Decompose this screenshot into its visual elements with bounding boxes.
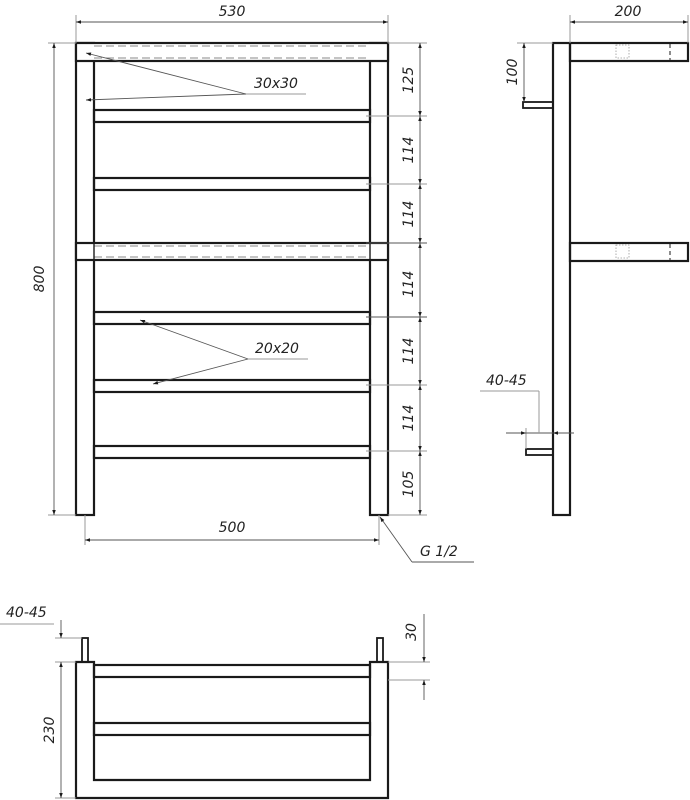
bar-4 <box>92 378 372 394</box>
left-pin <box>81 637 89 663</box>
dim-overall-height: 800 <box>32 266 48 293</box>
dim-wall-gap-side: 40-45 <box>486 373 527 389</box>
spacing-4: 114 <box>401 271 417 298</box>
dim-depth: 200 <box>615 4 642 20</box>
top-profile-label: 30x30 <box>254 76 298 92</box>
spacing-6: 114 <box>401 405 417 432</box>
thread-label: G 1/2 <box>420 544 458 560</box>
spacing-3: 114 <box>401 201 417 228</box>
bar-profile-label: 20x20 <box>255 341 299 357</box>
top-wall-bracket <box>522 101 554 109</box>
spacing-1: 125 <box>401 67 417 94</box>
top-view: 40-45 230 30 <box>0 605 430 800</box>
bar-5 <box>92 444 372 460</box>
top-arm <box>568 41 690 63</box>
dim-wall-gap-top: 40-45 <box>6 605 47 621</box>
side-view: 200 100 40-45 <box>480 4 690 517</box>
left-post <box>74 41 96 517</box>
dim-rail-offset: 30 <box>404 623 420 641</box>
spacing-2: 114 <box>401 137 417 164</box>
top-view-bar-2 <box>92 721 372 737</box>
dim-overall-width: 530 <box>219 4 246 20</box>
dim-center-distance: 500 <box>219 520 246 536</box>
middle-rail <box>74 241 390 262</box>
u-frame <box>74 660 390 800</box>
spacing-7: 105 <box>401 471 417 498</box>
front-view: 530 800 500 G 1/2 30x30 20x20 <box>32 4 474 563</box>
bar-1 <box>92 108 372 124</box>
bottom-wall-bracket <box>525 448 554 456</box>
top-rail <box>74 41 390 63</box>
top-view-bar-1 <box>92 663 372 679</box>
middle-arm <box>568 241 690 263</box>
dim-bracket-offset: 100 <box>505 59 521 86</box>
bar-3 <box>92 310 372 326</box>
bar-2 <box>92 176 372 192</box>
spacing-5: 114 <box>401 338 417 365</box>
right-pin <box>376 637 384 663</box>
spacing-dimensions: 125 114 114 114 114 114 105 <box>366 42 427 516</box>
side-post <box>551 41 572 517</box>
dim-top-depth: 230 <box>42 717 58 744</box>
right-post <box>368 41 390 517</box>
